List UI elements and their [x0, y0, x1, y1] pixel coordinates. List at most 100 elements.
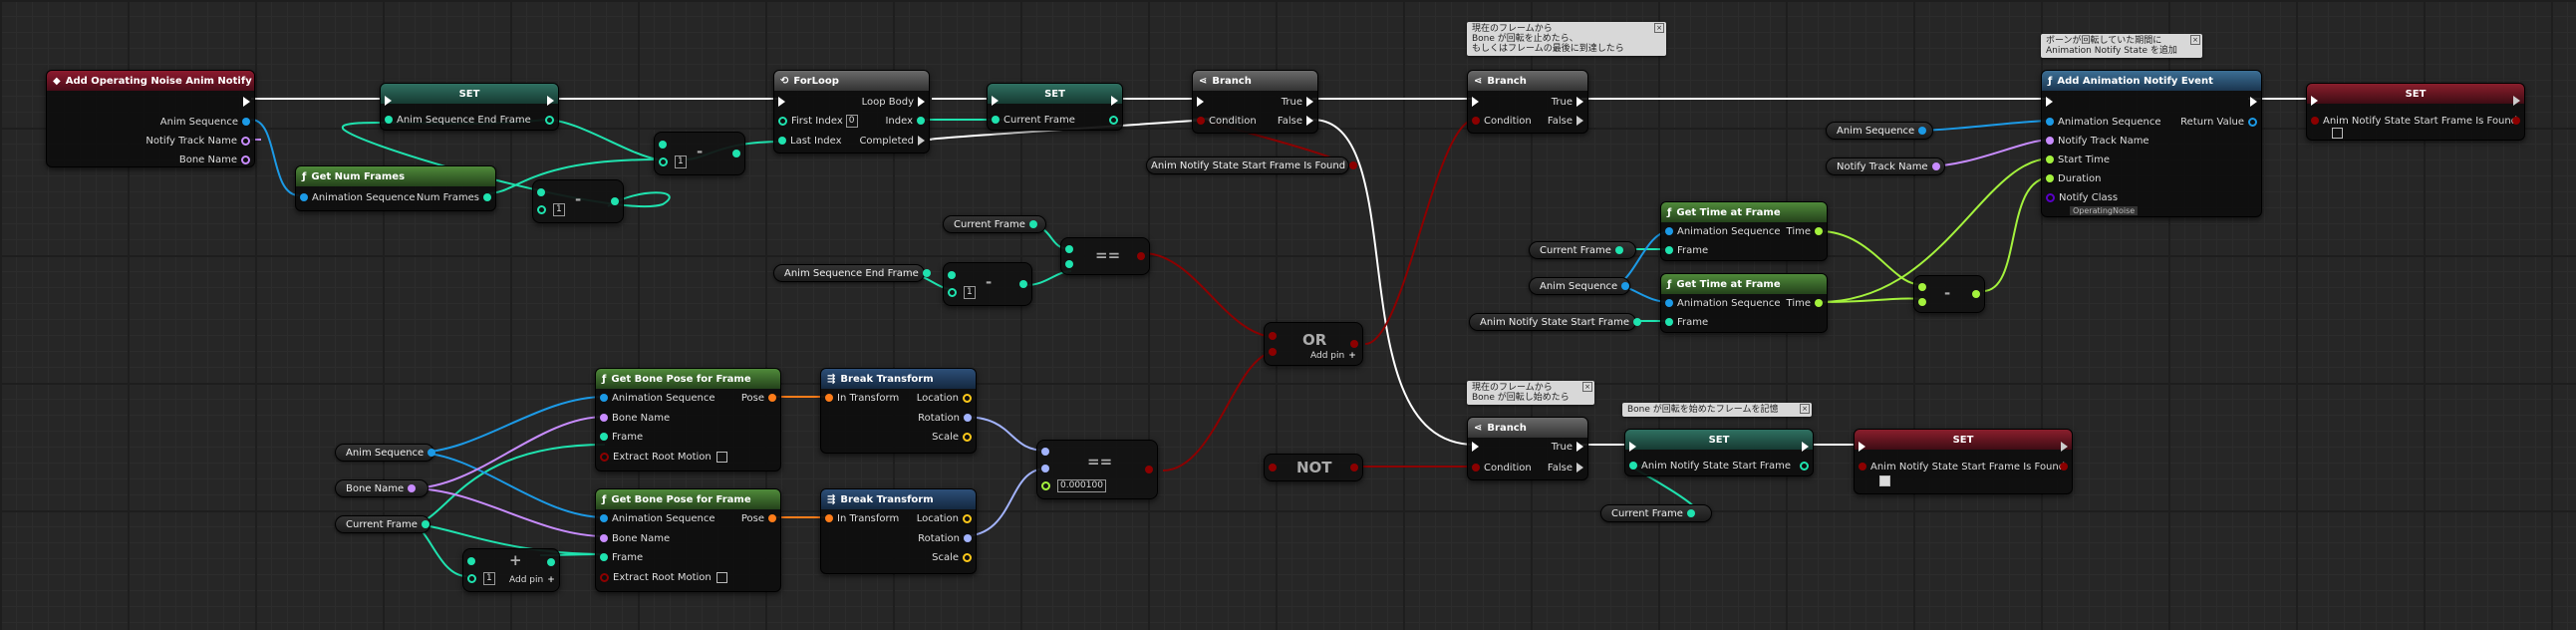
- exec-out-pin[interactable]: [1306, 116, 1313, 126]
- tolerance-field[interactable]: 0.000100: [1057, 478, 1106, 492]
- value-field[interactable]: 1: [553, 202, 565, 216]
- variable-anim-notify-state-start-frame[interactable]: Anim Notify State Start Frame: [1469, 313, 1642, 331]
- object-pin[interactable]: [600, 394, 608, 402]
- exec-out-pin[interactable]: [1306, 97, 1313, 107]
- checkbox[interactable]: [716, 571, 727, 583]
- int-pin[interactable]: [1633, 318, 1642, 326]
- name-pin[interactable]: [241, 155, 250, 164]
- vector-pin[interactable]: [963, 432, 972, 442]
- exec-in-pin[interactable]: [2311, 96, 2318, 106]
- int-pin[interactable]: [537, 204, 546, 214]
- variable-current-frame[interactable]: Current Frame: [943, 215, 1046, 233]
- variable-anim-sequence[interactable]: Anim Sequence: [1826, 122, 1933, 140]
- add-node[interactable]: 1 + Add pin+: [462, 548, 560, 592]
- exec-out-pin[interactable]: [1802, 442, 1809, 452]
- exec-in-pin[interactable]: [385, 96, 392, 106]
- int-pin[interactable]: [1665, 318, 1673, 326]
- exec-in-pin[interactable]: [1859, 442, 1865, 452]
- subtract-node[interactable]: 1 -: [654, 132, 745, 175]
- int-pin[interactable]: [922, 269, 931, 277]
- float-pin[interactable]: [1041, 480, 1050, 490]
- int-pin[interactable]: [537, 188, 545, 196]
- transform-pin[interactable]: [825, 394, 833, 402]
- object-pin[interactable]: [1621, 282, 1630, 290]
- int-pin[interactable]: [917, 117, 925, 125]
- object-pin[interactable]: [600, 514, 608, 522]
- int-pin[interactable]: [992, 116, 1000, 124]
- exec-out-pin[interactable]: [918, 97, 925, 107]
- rotator-pin[interactable]: [964, 414, 972, 422]
- exec-out-pin[interactable]: [2513, 96, 2520, 106]
- int-pin[interactable]: [1614, 246, 1623, 254]
- int-pin[interactable]: [467, 573, 476, 583]
- close-icon[interactable]: ×: [1582, 382, 1592, 392]
- int-pin[interactable]: [421, 520, 429, 528]
- int-pin[interactable]: [1109, 115, 1118, 125]
- int-pin[interactable]: [778, 137, 786, 145]
- event-node[interactable]: ◆Add Operating Noise Anim Notify States …: [46, 70, 255, 167]
- int-pin[interactable]: [1686, 509, 1695, 517]
- exec-in-pin[interactable]: [778, 97, 785, 107]
- variable-notify-track-name[interactable]: Notify Track Name: [1826, 158, 1945, 175]
- variable-current-frame[interactable]: Current Frame: [1600, 504, 1712, 522]
- float-pin[interactable]: [1815, 227, 1823, 235]
- or-node[interactable]: OR Add pin+: [1264, 322, 1363, 366]
- comment-bubble[interactable]: 現在のフレームから Bone が回転し始めたら ×: [1467, 381, 1594, 405]
- comment-bubble[interactable]: Bone が回転を始めたフレームを記憶 ×: [1622, 403, 1812, 417]
- plus-icon[interactable]: +: [1348, 351, 1356, 361]
- bool-pin[interactable]: [1350, 340, 1358, 348]
- bool-pin[interactable]: [1472, 464, 1480, 472]
- add-pin-label[interactable]: Add pin: [1310, 351, 1345, 361]
- value-field[interactable]: 1: [675, 155, 687, 168]
- exec-in-pin[interactable]: [1197, 97, 1204, 107]
- close-icon[interactable]: ×: [2190, 35, 2200, 45]
- object-pin[interactable]: [428, 449, 436, 457]
- subtract-node[interactable]: -: [1913, 275, 1985, 313]
- int-pin[interactable]: [483, 193, 491, 201]
- float-pin[interactable]: [1918, 283, 1926, 291]
- int-pin[interactable]: [1665, 246, 1673, 254]
- equals-node[interactable]: 0.000100 ==: [1036, 440, 1158, 499]
- float-pin[interactable]: [1815, 299, 1823, 307]
- exec-in-pin[interactable]: [1472, 442, 1479, 452]
- float-pin[interactable]: [2046, 156, 2054, 163]
- value-field[interactable]: 0: [845, 114, 858, 128]
- bool-pin[interactable]: [2512, 117, 2520, 125]
- int-pin[interactable]: [467, 557, 475, 565]
- set-node[interactable]: SET Anim Sequence End Frame: [380, 83, 559, 131]
- variable-current-frame[interactable]: Current Frame: [335, 515, 430, 533]
- exec-out-pin[interactable]: [1576, 463, 1583, 472]
- float-pin[interactable]: [2046, 174, 2054, 182]
- variable-anim-sequence[interactable]: Anim Sequence: [335, 444, 436, 462]
- name-pin[interactable]: [1931, 162, 1940, 170]
- object-pin[interactable]: [2046, 118, 2054, 126]
- int-pin[interactable]: [659, 141, 667, 149]
- set-node[interactable]: SET Anim Notify State Start Frame Is Fou…: [2306, 83, 2525, 141]
- name-pin[interactable]: [408, 484, 417, 492]
- float-pin[interactable]: [1918, 298, 1926, 306]
- checkbox-checked[interactable]: [1879, 474, 1890, 486]
- variable-current-frame[interactable]: Current Frame: [1529, 241, 1636, 259]
- int-pin[interactable]: [948, 287, 957, 297]
- name-pin[interactable]: [600, 414, 608, 422]
- subtract-node[interactable]: 1 -: [532, 179, 624, 223]
- vector-pin[interactable]: [963, 513, 972, 523]
- exec-in-pin[interactable]: [1629, 442, 1636, 452]
- exec-out-pin[interactable]: [918, 136, 925, 146]
- variable-bone-name[interactable]: Bone Name: [335, 479, 429, 497]
- int-pin[interactable]: [1065, 245, 1073, 253]
- bool-pin[interactable]: [600, 572, 609, 582]
- bool-pin[interactable]: [1269, 332, 1277, 340]
- int-pin[interactable]: [1019, 280, 1027, 288]
- name-pin[interactable]: [2046, 137, 2054, 145]
- object-pin[interactable]: [1918, 127, 1927, 135]
- class-pin[interactable]: [2046, 192, 2055, 202]
- transform-pin[interactable]: [825, 514, 833, 522]
- int-pin[interactable]: [545, 115, 554, 125]
- rotator-pin[interactable]: [1041, 448, 1049, 456]
- variable-anim-sequence-end-frame[interactable]: Anim Sequence End Frame: [773, 264, 931, 282]
- bool-pin[interactable]: [1269, 348, 1277, 356]
- break-transform-node[interactable]: ⇶Break Transform In Transform Location R…: [820, 368, 977, 454]
- exec-out-pin[interactable]: [1576, 442, 1583, 452]
